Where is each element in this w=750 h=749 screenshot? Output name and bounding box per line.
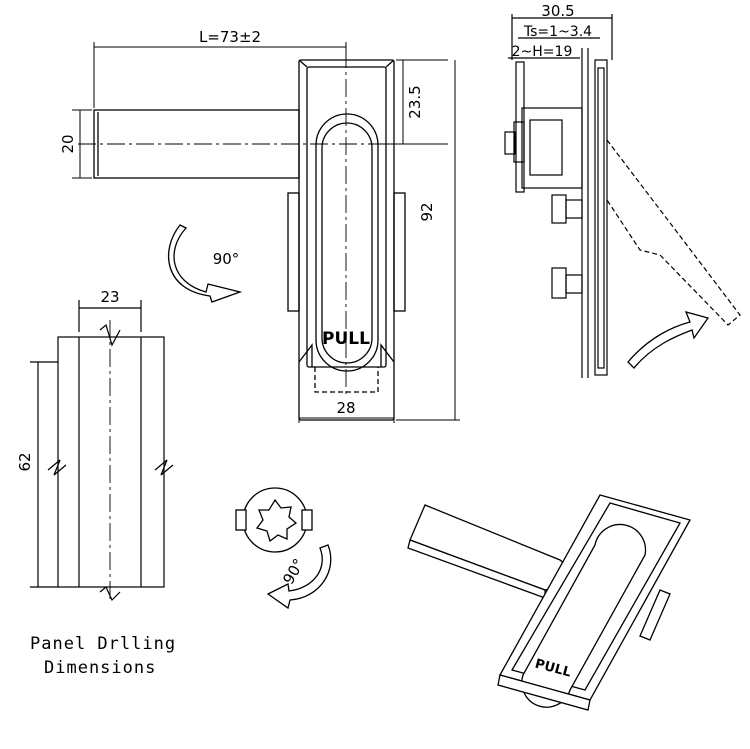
caption-line-2: Dimensions xyxy=(44,658,157,678)
star-hole xyxy=(255,498,298,543)
top-offset-label: 23.5 xyxy=(406,85,424,118)
left-flange xyxy=(287,192,300,312)
length-dimension-label: L=73±2 xyxy=(199,28,261,46)
width-dimension-label: 28 xyxy=(336,399,355,417)
cam-rotation-label: 90° xyxy=(279,555,308,587)
cutout-height-label: 62 xyxy=(16,452,34,471)
cutout-outline xyxy=(57,336,165,588)
front-view xyxy=(78,50,420,421)
side-h-label: 2~H=19 xyxy=(512,44,573,60)
hidden-pocket xyxy=(314,367,379,393)
cutout-width-label: 23 xyxy=(100,288,119,306)
height-dimension-label: 20 xyxy=(59,134,77,153)
front-rotation-label: 90° xyxy=(213,250,240,268)
screw-lower xyxy=(551,267,567,299)
caption-line-1: Panel Drlling xyxy=(30,634,177,654)
total-height-label: 92 xyxy=(418,202,436,221)
panel-cutout xyxy=(30,300,174,602)
side-overall-label: 30.5 xyxy=(541,2,574,20)
screw-upper xyxy=(551,194,567,224)
side-view xyxy=(504,14,741,378)
side-rotation-arrow xyxy=(627,311,710,369)
cam-plate xyxy=(235,487,313,553)
right-flange xyxy=(393,192,406,312)
side-ts-label: Ts=1~3.4 xyxy=(523,24,592,40)
front-dimensions xyxy=(72,42,460,423)
cam-rotation-arrow xyxy=(266,544,332,610)
perspective-view xyxy=(407,494,691,711)
front-rotation-arrow xyxy=(167,224,243,303)
front-pull-label: PULL xyxy=(322,329,370,349)
lock-cylinder xyxy=(521,107,583,189)
pull-grip xyxy=(315,113,379,372)
handle-body-inner xyxy=(306,66,387,368)
